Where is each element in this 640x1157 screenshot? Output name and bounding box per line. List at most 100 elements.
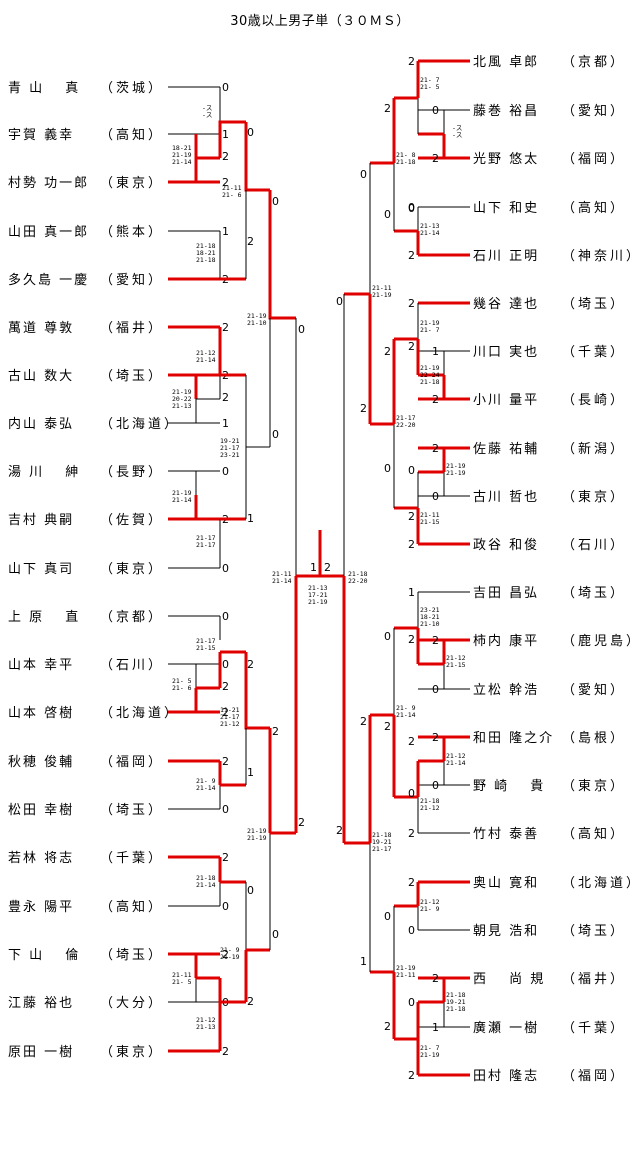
left-r3-result: 2 [272,725,279,738]
left-r2-result: 1 [247,766,254,779]
right-r1-result: 2 [432,442,439,455]
left-player-name: 青 山 真 [8,81,80,96]
right-player-name: 奥山 寛和 [473,875,539,891]
right-player-name: 和田 隆之介 [473,731,554,746]
right-r1-result: 2 [408,249,415,262]
right-player-pref: （愛知） [562,103,626,119]
left-r1-result: 2 [222,948,229,961]
bracket-line [245,375,270,448]
right-player-pref: （福岡） [562,1069,626,1084]
right-player-pref: （鹿児島） [562,633,640,649]
right-player-pref: （千葉） [562,1021,626,1036]
right-r1-result: 0 [432,104,439,117]
left-r2-result: 2 [222,680,229,693]
left-r1-result: 1 [222,417,229,430]
left-player-name: 吉村 典嗣 [8,513,74,528]
left-player-name: 村勢 功一郎 [8,176,89,191]
left-r1-result: 0 [222,610,229,623]
left-player-pref: （佐賀） [100,513,164,528]
right-round-result: 0 [408,787,415,800]
left-r1-result: 2 [222,755,229,768]
left-r2-result: 2 [222,150,229,163]
right-round-result: 0 [408,202,415,215]
right-player-pref: （埼玉） [562,297,626,312]
left-player-pref: （東京） [100,561,164,577]
right-player-pref: （高知） [562,200,626,216]
left-player-pref: （茨城） [100,81,164,96]
right-player-pref: （東京） [562,489,626,505]
right-player-name: 立松 幹浩 [473,682,539,698]
left-r1-result: 1 [222,225,229,238]
left-r2-result: 2 [247,995,254,1008]
left-player-pref: （北海道） [100,706,180,721]
right-player-name: 小川 量平 [473,393,539,408]
right-round-result: 0 [384,630,391,643]
left-player-pref: （福井） [100,321,164,336]
left-player-pref: （北海道） [100,417,180,432]
right-r1-result: 0 [432,490,439,503]
right-player-name: 石川 正明 [473,249,539,264]
right-player-pref: （千葉） [562,345,626,360]
left-r1-result: 0 [222,465,229,478]
right-round-result: 0 [408,996,415,1009]
right-player-name: 政谷 和俊 [473,538,539,553]
right-round-result: 2 [336,824,343,837]
right-player-name: 佐藤 祐輔 [473,442,539,457]
right-player-pref: （愛知） [562,682,626,698]
left-player-name: 古山 数大 [8,369,74,384]
left-r1-result: 2 [222,706,229,719]
bracket-line [268,190,296,320]
right-player-pref: （東京） [562,778,626,794]
left-player-pref: （石川） [100,658,164,673]
right-player-pref: （福岡） [562,152,626,167]
right-score: -ス-ス [452,124,462,139]
page-title: 30歳以上男子単（３０ＭＳ） [230,14,410,29]
left-r1-result: 2 [222,851,229,864]
right-player-name: 光野 悠太 [473,152,539,167]
left-r3-result: 0 [272,428,279,441]
right-round-result: 2 [408,735,415,748]
right-r1-result: 2 [432,972,439,985]
left-player-pref: （大分） [100,996,164,1011]
left-player-name: 萬道 尊敦 [8,320,74,336]
right-round-result: 0 [360,168,367,181]
left-player-pref: （高知） [100,899,164,915]
right-player-name: 田村 隆志 [473,1069,539,1084]
right-player-pref: （京都） [562,55,626,70]
left-player-pref: （埼玉） [100,948,164,963]
right-player-name: 野 崎 貴 [473,779,545,794]
right-round-result: 2 [384,1020,391,1033]
right-player-name: 廣瀬 一樹 [473,1021,539,1036]
right-r1-result: 0 [408,201,415,214]
right-round-result: 0 [336,295,343,308]
right-player-name: 竹村 泰善 [473,826,539,842]
left-player-name: 松田 幸樹 [8,803,74,818]
bracket-line [218,120,246,158]
right-player-name: 幾谷 達也 [473,297,539,312]
left-player-pref: （愛知） [100,272,164,288]
right-player-pref: （福井） [562,972,626,987]
right-round-result: 2 [360,402,367,415]
left-player-pref: （東京） [100,175,164,191]
right-round-result: 0 [384,462,391,475]
left-r1-result: 0 [222,562,229,575]
right-player-pref: （石川） [562,538,626,553]
right-player-name: 北風 卓郎 [473,55,539,70]
